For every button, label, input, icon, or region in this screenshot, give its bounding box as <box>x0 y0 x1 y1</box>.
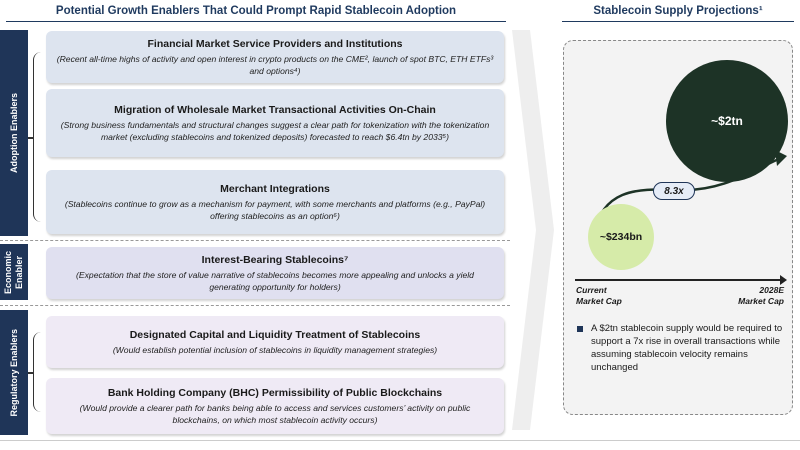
group-label-adoption: Adoption Enablers <box>0 30 28 236</box>
card-bhc-permissibility: Bank Holding Company (BHC) Permissibilit… <box>46 378 504 434</box>
card-capital-liquidity: Designated Capital and Liquidity Treatme… <box>46 316 504 368</box>
axis-label-current: Current Market Cap <box>576 285 622 306</box>
card-description: (Expectation that the store of value nar… <box>76 269 474 292</box>
current-market-cap-bubble: ~$234bn <box>588 204 654 270</box>
card-title: Interest-Bearing Stablecoins⁷ <box>201 253 349 266</box>
card-description: (Stablecoins continue to grow as a mecha… <box>64 198 486 221</box>
card-title: Bank Holding Company (BHC) Permissibilit… <box>107 386 443 399</box>
brace-adoption <box>28 52 43 222</box>
card-description: (Recent all-time highs of activity and o… <box>56 53 494 76</box>
card-title: Financial Market Service Providers and I… <box>147 37 403 50</box>
card-financial-market: Financial Market Service Providers and I… <box>46 31 504 83</box>
card-interest-bearing: Interest-Bearing Stablecoins⁷ (Expectati… <box>46 247 504 299</box>
divider <box>0 240 510 241</box>
bullet-text: A $2tn stablecoin supply would be requir… <box>591 323 783 373</box>
footer-divider <box>0 440 800 441</box>
card-description: (Strong business fundamentals and struct… <box>60 119 490 142</box>
time-axis <box>575 275 787 285</box>
card-merchant-integrations: Merchant Integrations (Stablecoins conti… <box>46 170 504 234</box>
card-title: Designated Capital and Liquidity Treatme… <box>129 328 421 341</box>
card-wholesale-migration: Migration of Wholesale Market Transactio… <box>46 89 504 157</box>
group-label-regulatory: Regulatory Enablers <box>0 310 28 435</box>
chevron-arrow <box>512 30 554 430</box>
growth-multiplier-badge: 8.3x <box>653 182 695 200</box>
left-section-title: Potential Growth Enablers That Could Pro… <box>6 2 506 22</box>
divider <box>0 305 510 306</box>
future-market-cap-bubble: ~$2tn <box>666 60 788 182</box>
card-title: Merchant Integrations <box>220 182 330 195</box>
bullet-square-icon <box>577 326 583 332</box>
card-title: Migration of Wholesale Market Transactio… <box>114 103 436 116</box>
card-description: (Would provide a clearer path for banks … <box>79 402 471 425</box>
card-description: (Would establish potential inclusion of … <box>112 344 438 355</box>
brace-regulatory <box>28 332 43 412</box>
group-label-economic: Economic Enabler <box>0 244 28 300</box>
right-section-title: Stablecoin Supply Projections¹ <box>562 2 794 22</box>
projection-bullet: A $2tn stablecoin supply would be requir… <box>577 322 785 374</box>
axis-label-2028e: 2028E Market Cap <box>738 285 784 306</box>
